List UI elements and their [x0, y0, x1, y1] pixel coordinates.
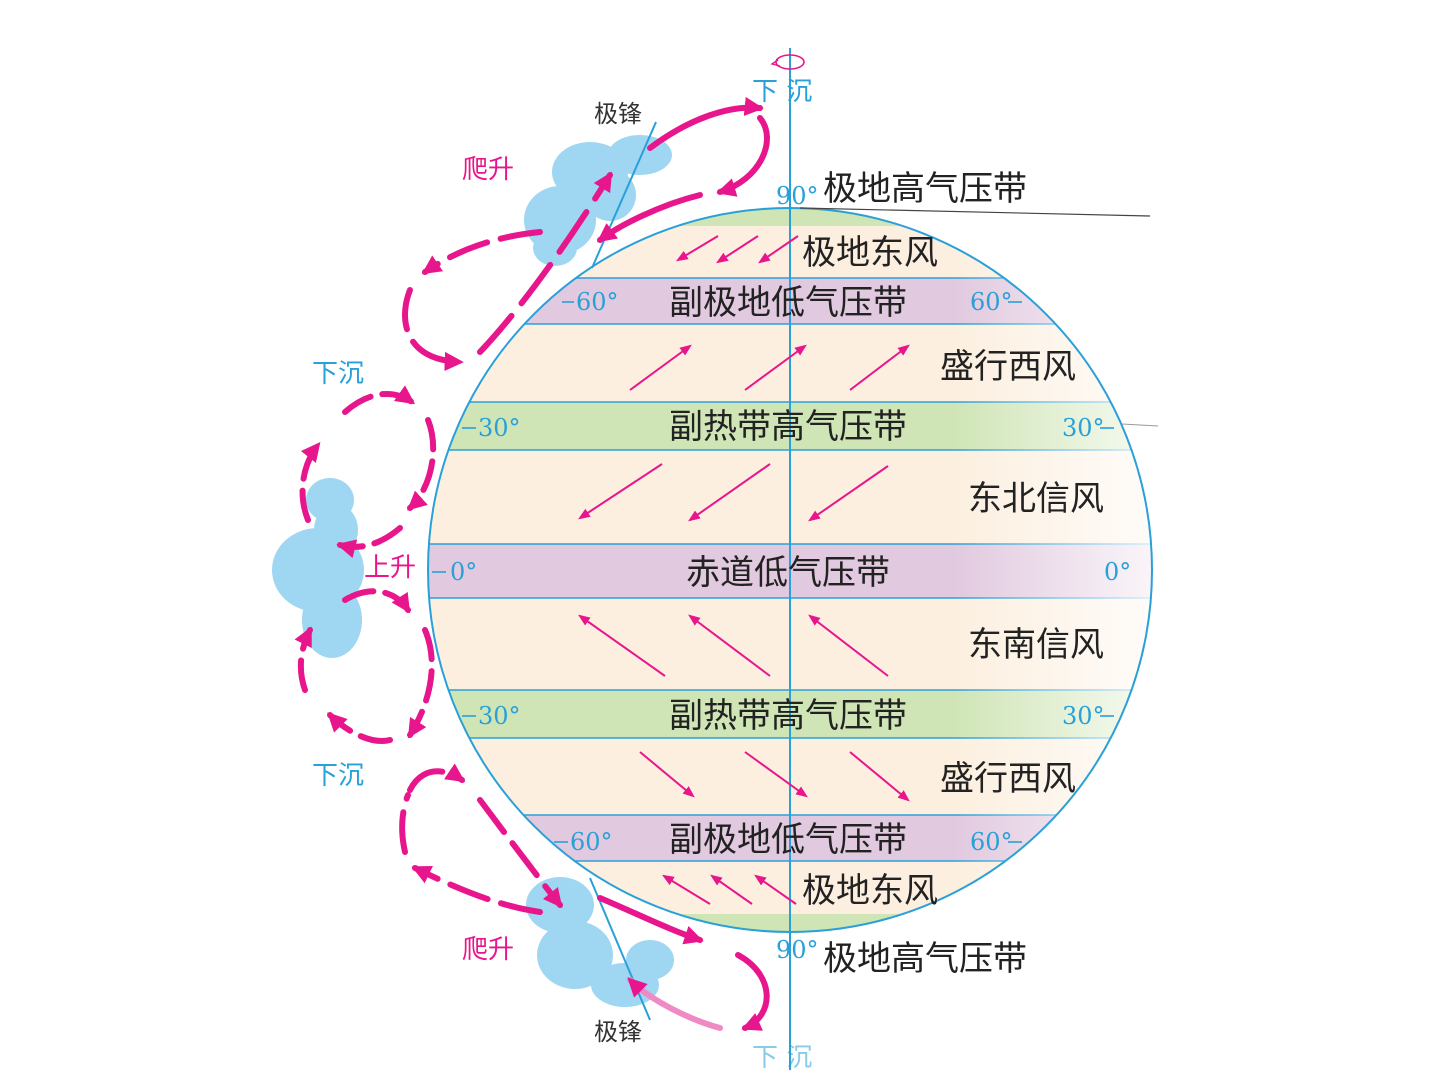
belt-label-polar-high-s: 极地高气压带: [823, 939, 1027, 979]
circulation-arrow-icon: [477, 797, 563, 908]
wind-arrow-icon: [808, 465, 889, 522]
circulation-arrow-icon: [716, 115, 770, 197]
wind-arrow-icon: [639, 751, 695, 798]
circulation-arrow-icon: [407, 763, 466, 793]
circulation-arrow-icon: [647, 96, 764, 151]
leader-line: [799, 207, 1151, 217]
sink-label-top: 下 沉: [752, 77, 812, 107]
latitude-label-n30-right: 30°: [1062, 414, 1105, 442]
wind-label-polar-easterlies-n: 极地东风: [802, 233, 938, 273]
latitude-label-n90: 90°: [776, 182, 819, 210]
rise-label-equator: 上升: [364, 553, 416, 583]
circulation-arrow-icon: [327, 712, 393, 744]
wind-arrow-icon: [758, 235, 799, 264]
wind-arrow-icon: [629, 344, 692, 391]
circulation-arrow-icon: [402, 287, 464, 372]
latitude-label-s60-right: 60°: [970, 828, 1013, 856]
polar-front-label-s: 极锋: [594, 1018, 642, 1046]
circulation-arrow-icon: [342, 588, 411, 614]
circulation-arrow-icon: [477, 171, 613, 355]
circulation-arrow-icon: [627, 977, 723, 1031]
wind-label-se-trades: 东南信风: [968, 625, 1104, 665]
sink-label-bottom: 下 沉: [752, 1043, 812, 1073]
wind-arrows: [577, 235, 910, 905]
wind-arrow-icon: [849, 751, 910, 802]
circulation-arrow-icon: [735, 952, 770, 1031]
latitude-label-s90: 90°: [776, 936, 819, 964]
polar-front-line-n: [591, 121, 657, 269]
wind-arrow-icon: [688, 614, 771, 677]
wind-arrow-icon: [661, 874, 711, 905]
belt-label-subpolar-low-n: 副极地低气压带: [669, 283, 907, 323]
rotation-icon: [770, 54, 805, 70]
belt-label-equatorial-low: 赤道低气压带: [686, 553, 890, 593]
sink-label-upper: 下沉: [312, 359, 364, 389]
wind-label-ne-trades: 东北信风: [968, 479, 1104, 519]
wind-arrow-icon: [675, 235, 719, 262]
circulation-arrow-icon: [336, 525, 403, 559]
wind-arrow-icon: [578, 614, 666, 677]
latitude-label-s60-left: 60°: [570, 828, 613, 856]
wind-arrow-icon: [849, 344, 910, 391]
cloud-icon: [272, 478, 364, 658]
latitude-label-n60-right: 60°: [970, 288, 1013, 316]
circulation-arrow-icon: [294, 626, 313, 693]
belt-label-subpolar-low-s: 副极地低气压带: [669, 820, 907, 860]
belt-label-polar-high-n: 极地高气压带: [823, 169, 1027, 209]
belt-label-subtropical-high-n: 副热带高气压带: [669, 407, 907, 447]
wind-arrow-icon: [754, 874, 797, 905]
wind-label-westerlies-n: 盛行西风: [940, 347, 1076, 387]
wind-label-polar-easterlies-s: 极地东风: [802, 871, 938, 911]
latitude-label-n30-left: 30°: [478, 414, 521, 442]
cloud-icon: [526, 877, 674, 1007]
latitude-label-s30-right: 30°: [1062, 702, 1105, 730]
circulation-arrow-icon: [597, 895, 704, 945]
circulation-arrow-icon: [421, 229, 543, 275]
latitude-label-eq-right: 0°: [1104, 558, 1131, 586]
wind-arrow-icon: [710, 874, 753, 905]
polar-front-label-n: 极锋: [594, 100, 642, 128]
circulation-arrow-icon: [342, 385, 416, 415]
sink-label-lower: 下沉: [312, 761, 364, 791]
latitude-label-eq-left: 0°: [450, 558, 477, 586]
wind-arrow-icon: [715, 235, 759, 264]
wind-arrow-icon: [744, 751, 808, 798]
latitude-label-s30-left: 30°: [478, 702, 521, 730]
wind-label-westerlies-s: 盛行西风: [940, 759, 1076, 799]
wind-arrow-icon: [744, 344, 807, 391]
circulation-arrow-icon: [299, 442, 321, 523]
circulation-arrow-icon: [407, 417, 437, 511]
wind-arrow-icon: [808, 614, 889, 677]
circulation-arrow-icon: [407, 627, 435, 739]
leader-line: [1121, 423, 1159, 427]
circulation-arrow-icon: [411, 865, 543, 915]
wind-arrow-icon: [577, 463, 663, 520]
circulation-arrow-icon: [596, 192, 703, 243]
circulation-arrows: [294, 96, 770, 1031]
climb-label-s: 爬升: [462, 935, 514, 965]
latitude-ticks: [432, 301, 1114, 843]
belt-label-subtropical-high-s: 副热带高气压带: [669, 696, 907, 736]
latitude-label-n60-left: 60°: [576, 288, 619, 316]
climb-label-n: 爬升: [462, 155, 514, 185]
wind-arrow-icon: [688, 463, 771, 522]
